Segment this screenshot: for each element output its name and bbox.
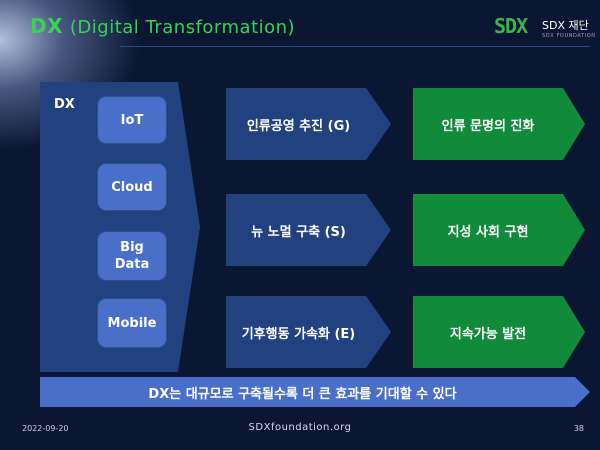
result-arrow-e [413,296,585,368]
result-label-g: 인류 문명의 진화 [441,118,535,134]
row-arrow-e [226,296,391,368]
logo-subtitle: SDX FOUNDATION [542,33,596,39]
tech-box-iot: IoT [98,97,166,143]
row-label-e: 기후행동 가속화 (E) [241,326,356,342]
dx-panel-label: DX [54,97,75,112]
bottom-banner-text: DX는 대규모로 구축될수록 더 큰 효과를 기대할 수 있다 [148,386,457,402]
tech-box-big-data: Big Data [98,232,166,280]
result-label-e: 지속가능 발전 [449,326,527,342]
footer-url: SDXfoundation.org [248,422,352,433]
tech-box-cloud: Cloud [98,164,166,210]
footer-page-number: 38 [573,424,584,433]
logo-name: SDX 재단 [542,19,589,32]
result-label-s: 지성 사회 구현 [447,224,529,240]
title-dx: DX [30,14,64,38]
footer-date: 2022-09-20 [22,424,69,433]
title-divider [120,46,590,47]
bottom-banner-arrow [40,377,590,407]
result-arrow-s [413,194,585,266]
row-label-g: 인류공영 추진 (G) [246,118,351,134]
title-subtitle: (Digital Transformation) [69,17,296,38]
sdx-logo: SDX SDX 재단 SDX FOUNDATION [494,14,596,44]
row-arrow-g [226,88,391,160]
result-arrow-g [413,88,585,160]
logo-mark: SDX [494,14,528,38]
tech-box-mobile: Mobile [98,299,166,347]
row-label-s: 뉴 노멀 구축 (S) [251,224,346,240]
row-arrow-s [226,194,391,266]
slide-title: DX (Digital Transformation) [30,14,295,38]
